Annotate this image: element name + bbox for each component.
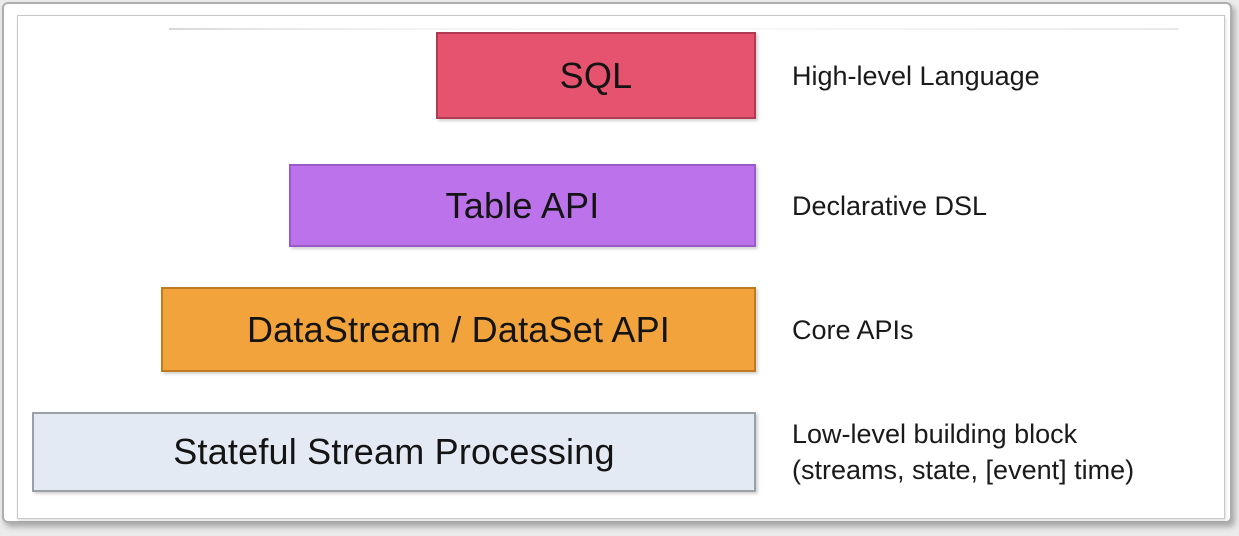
layer-label-sql: SQL (559, 54, 633, 96)
layer-label-stateful-stream-processing: Stateful Stream Processing (173, 431, 615, 472)
layer-annotation-stateful: Low-level building block (streams, state… (792, 412, 1134, 492)
annotation-line: High-level Language (792, 60, 1040, 91)
layer-box-sql: SQL (436, 32, 756, 119)
layer-box-datastream-dataset-api: DataStream / DataSet API (161, 287, 756, 372)
annotation-line: (streams, state, [event] time) (792, 455, 1135, 485)
layer-label-table-api: Table API (445, 184, 600, 226)
layer-annotation-table-api: Declarative DSL (792, 164, 987, 247)
layer-box-table-api: Table API (289, 164, 756, 247)
faint-divider-line (169, 28, 1179, 30)
slide-card: SQL High-level Language Table API Declar… (2, 2, 1232, 523)
layer-label-datastream-dataset-api: DataStream / DataSet API (246, 308, 670, 350)
annotation-line: Declarative DSL (792, 190, 988, 221)
annotation-line: Core APIs (792, 314, 914, 345)
layer-box-stateful-stream-processing: Stateful Stream Processing (32, 412, 756, 492)
annotation-line: Low-level building block (792, 419, 1078, 449)
layer-annotation-core-apis: Core APIs (792, 287, 914, 372)
layer-annotation-sql: High-level Language (792, 32, 1040, 119)
